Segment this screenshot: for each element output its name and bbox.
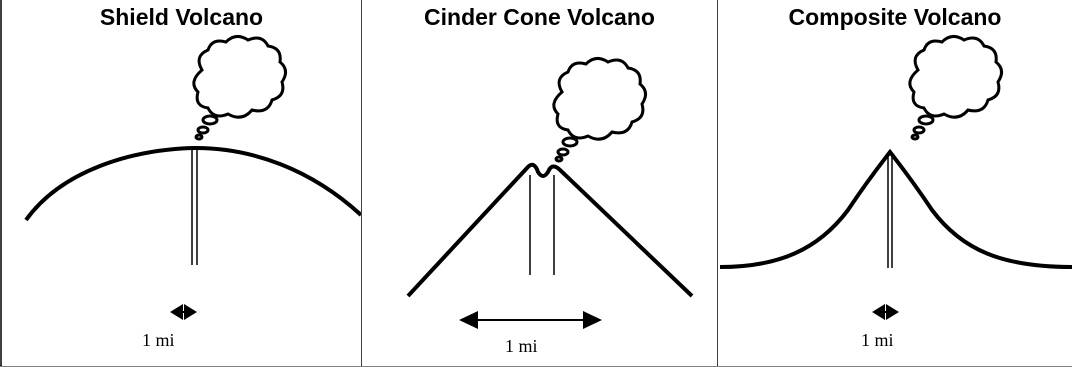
shield-volcano-drawing: [24, 35, 361, 320]
shield-volcano-panel: Shield Volcano 1 mi: [2, 0, 361, 366]
eruption-cloud-icon: [552, 57, 647, 163]
scale-arrow-icon: [459, 311, 602, 329]
cinder-cone-drawing: [406, 57, 694, 329]
scale-label: 1 mi: [861, 330, 894, 350]
cinder-cone-profile: [406, 162, 694, 298]
cinder-cone-volcano-panel: Cinder Cone Volcano 1 mi: [362, 0, 717, 366]
panel-title: Composite Volcano: [788, 4, 1002, 30]
scale-arrow-icon: [872, 304, 899, 320]
panel-title: Cinder Cone Volcano: [424, 4, 655, 30]
scale-arrow-icon: [170, 304, 197, 320]
shield-volcano-profile: [24, 145, 361, 222]
composite-volcano-drawing: [719, 35, 1072, 320]
eruption-cloud-icon: [192, 35, 287, 141]
magma-conduit: [191, 150, 198, 265]
composite-volcano-panel: Composite Volcano 1 mi: [718, 0, 1072, 366]
eruption-cloud-icon: [908, 35, 1003, 141]
magma-conduit: [887, 156, 893, 268]
scale-label: 1 mi: [505, 336, 538, 356]
magma-conduit: [529, 175, 555, 275]
panel-title: Shield Volcano: [99, 4, 264, 30]
composite-volcano-profile: [719, 148, 1072, 269]
scale-label: 1 mi: [142, 330, 175, 350]
